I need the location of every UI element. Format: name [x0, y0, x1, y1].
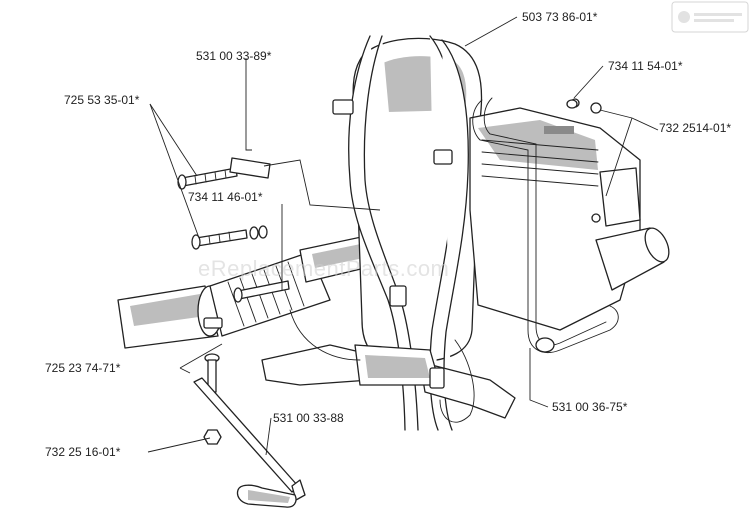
washer-icon [566, 99, 578, 109]
washer-small-icon [249, 225, 268, 240]
part-label-backpack-frame: 503 73 86-01* [522, 10, 598, 24]
engine-unit [469, 97, 670, 353]
svg-text:531 00 33-88: 531 00 33-88 [273, 411, 344, 425]
part-label-tube-bracket: 531 00 36-75* [552, 400, 628, 414]
svg-text:732 2514-01*: 732 2514-01* [659, 121, 731, 135]
part-label-washer-small: 734 11 46-01* [188, 190, 263, 204]
brand-logo-icon [671, 1, 749, 33]
blower-tube [117, 231, 391, 349]
svg-text:725 53 35-01*: 725 53 35-01* [64, 93, 140, 107]
svg-text:725 23 74-71*: 725 23 74-71* [45, 361, 121, 375]
backpack-frame [261, 35, 516, 431]
part-label-throttle-rod: 531 00 33-88 [273, 411, 344, 425]
part-label-screw: 725 53 35-01* [64, 93, 140, 107]
screw-upper [177, 167, 238, 190]
svg-text:732 25 16-01*: 732 25 16-01* [45, 445, 121, 459]
part-label-washer: 734 11 54-01* [608, 59, 683, 73]
svg-text:503 73 86-01*: 503 73 86-01* [522, 10, 598, 24]
bolt-vertical [203, 317, 223, 393]
screw-lower [191, 229, 248, 250]
nut-small-icon [203, 429, 222, 445]
watermark: eReplacementParts.com [198, 256, 449, 281]
throttle-rod [193, 377, 306, 508]
part-label-nut-small: 732 25 16-01* [45, 445, 121, 459]
leader-lines [147, 16, 659, 456]
svg-text:531 00 36-75*: 531 00 36-75* [552, 400, 628, 414]
svg-text:734 11 46-01*: 734 11 46-01* [188, 190, 263, 204]
part-label-nut: 732 2514-01* [659, 121, 731, 135]
part-label-bolt: 725 23 74-71* [45, 361, 121, 375]
decal-plate [229, 157, 271, 179]
svg-text:734 11 54-01*: 734 11 54-01* [608, 59, 683, 73]
svg-text:531 00 33-89*: 531 00 33-89* [196, 49, 272, 63]
part-label-decal: 531 00 33-89* [196, 49, 272, 63]
screw-tube [233, 280, 290, 303]
